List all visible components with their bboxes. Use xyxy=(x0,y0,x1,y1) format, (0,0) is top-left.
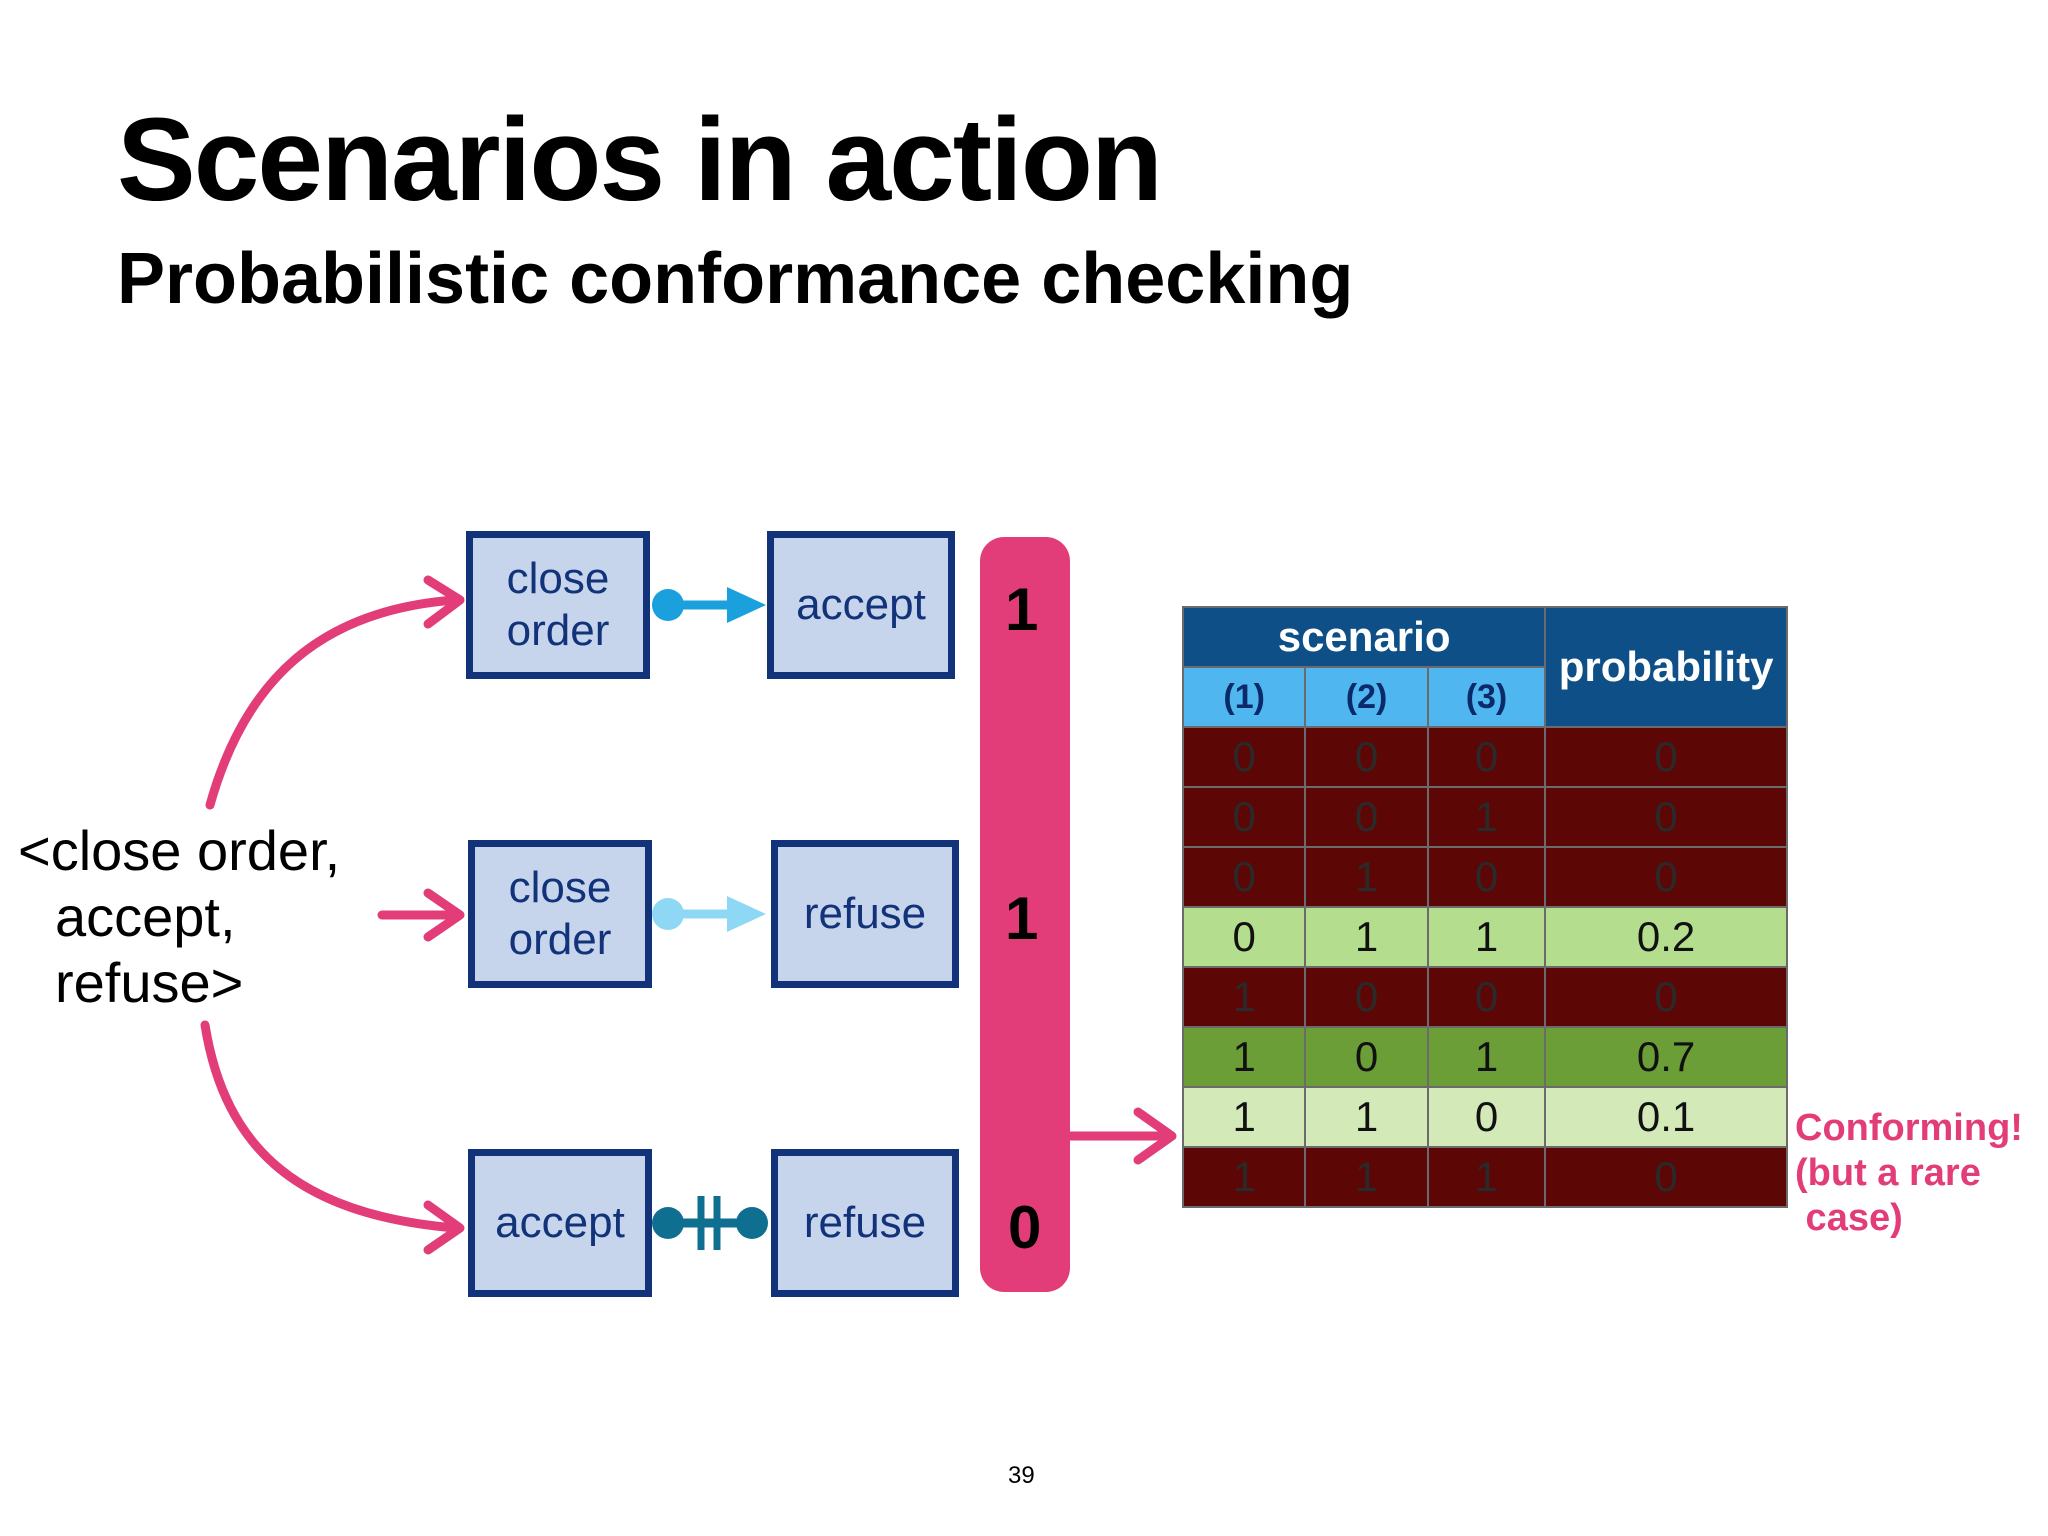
result-value-3: 0 xyxy=(1008,1194,1042,1261)
box-refuse-2-label: refuse xyxy=(803,889,927,938)
result-value-1: 1 xyxy=(1005,576,1039,643)
scenario-cell: 0 xyxy=(1181,846,1307,908)
probability-cell: 0 xyxy=(1544,966,1788,1028)
scenario-cell: 1 xyxy=(1304,1146,1429,1208)
arrowhead-bottom xyxy=(423,1200,465,1255)
box-accept-3: accept xyxy=(468,1149,652,1297)
scenario-cell: 1 xyxy=(1181,966,1307,1028)
result-bar xyxy=(980,537,1070,1292)
slide-title: Scenarios in action xyxy=(117,94,1163,226)
arrowhead-middle xyxy=(423,888,465,942)
header-scenario: scenario xyxy=(1181,606,1547,667)
scenario-cell: 1 xyxy=(1181,1086,1307,1148)
header-scenario-2: (2) xyxy=(1304,666,1429,728)
scenario-cell: 1 xyxy=(1426,786,1547,848)
scenario-cell: 0 xyxy=(1426,1086,1547,1148)
box-accept-1-label: accept xyxy=(796,580,926,629)
scenario-cell: 0 xyxy=(1181,726,1307,788)
scenario-cell: 0 xyxy=(1304,1026,1429,1088)
note-line-3: case) xyxy=(1795,1197,1903,1239)
box-refuse-2: refuse xyxy=(771,840,959,988)
arrowhead-top xyxy=(423,575,465,629)
slide-subtitle: Probabilistic conformance checking xyxy=(117,239,1354,319)
note-line-2: (but a rare xyxy=(1795,1152,1981,1194)
scenario-cell: 0 xyxy=(1181,906,1307,968)
conforming-note: Conforming! (but a rare case) xyxy=(1795,1106,2023,1241)
box-close-order-1: close order xyxy=(466,531,650,679)
box-refuse-3-label: refuse xyxy=(803,1198,927,1247)
probability-cell: 0 xyxy=(1544,786,1788,848)
probability-cell: 0.1 xyxy=(1544,1086,1788,1148)
scenario-cell: 0 xyxy=(1304,786,1429,848)
scenario-cell: 1 xyxy=(1426,1146,1547,1208)
trace-line-2: accept, xyxy=(55,885,236,948)
box-close-order-2: close order xyxy=(468,840,652,988)
result-value-2: 1 xyxy=(1005,885,1039,952)
trace-line-3: refuse> xyxy=(55,951,244,1014)
scenario-cell: 1 xyxy=(1304,906,1429,968)
note-line-1: Conforming! xyxy=(1795,1107,2023,1149)
scenario-cell: 0 xyxy=(1426,966,1547,1028)
box-accept-3-label: accept xyxy=(495,1198,625,1247)
arrow-to-top-constraint xyxy=(205,595,460,810)
header-scenario-3: (3) xyxy=(1426,666,1547,728)
scenario-cell: 1 xyxy=(1181,1146,1307,1208)
scenario-cell: 0 xyxy=(1181,786,1307,848)
connector-response-icon xyxy=(652,587,766,623)
arrow-to-bottom-constraint xyxy=(200,1020,460,1233)
probability-cell: 0 xyxy=(1544,846,1788,908)
connector-not-coexistence-icon xyxy=(652,1196,768,1250)
probability-cell: 0.2 xyxy=(1544,906,1788,968)
connector-precedence-icon xyxy=(652,896,766,932)
box-close-order-2-label: close order xyxy=(508,863,612,964)
probability-cell: 0.7 xyxy=(1544,1026,1788,1088)
box-accept-1: accept xyxy=(767,531,955,679)
box-refuse-3: refuse xyxy=(771,1149,959,1297)
trace-line-1: <close order, xyxy=(18,819,341,882)
scenario-cell: 1 xyxy=(1304,846,1429,908)
scenario-cell: 0 xyxy=(1426,726,1547,788)
scenario-cell: 1 xyxy=(1181,1026,1307,1088)
scenario-cell: 1 xyxy=(1304,1086,1429,1148)
arrowhead-table xyxy=(1133,1107,1177,1165)
header-scenario-1: (1) xyxy=(1181,666,1307,728)
probability-cell: 0 xyxy=(1544,1146,1788,1208)
scenario-cell: 1 xyxy=(1426,906,1547,968)
scenario-cell: 0 xyxy=(1304,966,1429,1028)
header-probability: probability xyxy=(1544,606,1788,728)
page-number: 39 xyxy=(1008,1462,1035,1489)
scenario-cell: 0 xyxy=(1304,726,1429,788)
trace-label: <close order, accept, refuse> xyxy=(18,818,340,1016)
scenario-cell: 0 xyxy=(1426,846,1547,908)
scenario-cell: 1 xyxy=(1426,1026,1547,1088)
box-close-order-1-label: close order xyxy=(506,554,610,655)
probability-cell: 0 xyxy=(1544,726,1788,788)
